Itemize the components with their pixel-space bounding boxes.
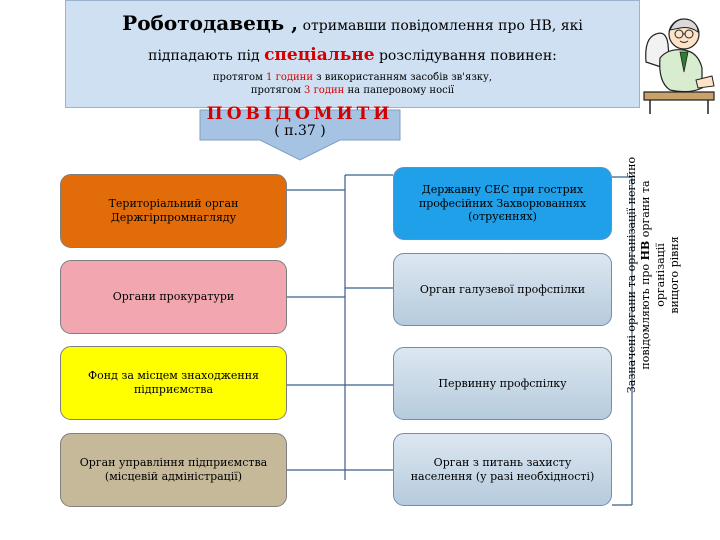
header-special-word: спеціальне [264, 45, 375, 65]
side-note-line3: вищого рівня [667, 236, 681, 314]
side-note-line1: Зазначені органи та організації негайно [625, 156, 638, 394]
left-box-derzhgirpromnahliad: Територіальний орган Держгірпромнагляду [60, 174, 287, 248]
down-arrow [199, 109, 401, 161]
notify-word: ПОВІДОМИТИ [206, 104, 394, 124]
side-note-line2: повідомляють про НВ органи та організаці… [639, 155, 668, 395]
point-reference: ( п.37 ) [274, 123, 326, 139]
header-title-rest: отримавши повідомлення про НВ, які [298, 18, 583, 34]
side-note-line2-bold: НВ [639, 240, 653, 261]
header-line4-start: протягом [250, 85, 305, 96]
office-worker-at-desk-icon [643, 18, 715, 114]
left-box-fund: Фонд за місцем знаходження підприємства [60, 346, 287, 420]
left-box-management: Орган управління підприємства (місцевій … [60, 433, 287, 507]
right-box-civil-protection: Орган з питань захисту населення (у разі… [393, 433, 612, 506]
left-box-prosecutor: Органи прокуратури [60, 260, 287, 334]
header-line2-end: розслідування повинен: [374, 48, 557, 64]
header-line3-start: протягом [212, 72, 267, 83]
side-note-line2-start: повідомляють про [639, 260, 653, 370]
header-title: Роботодавець , отримавши повідомлення пр… [66, 11, 639, 35]
header-line3-end: з використанням засобів зв'язку, [313, 72, 493, 83]
right-box-primary-union: Первинну профспілку [393, 347, 612, 420]
header-title-bold: Роботодавець , [122, 11, 299, 35]
header-line4-end: на паперовому носії [344, 85, 455, 96]
right-box-ses: Державну СЕС при гострих професійних Зах… [393, 167, 612, 240]
header-line4: протягом 3 годин на паперовому носії [66, 85, 639, 96]
header-panel: Роботодавець , отримавши повідомлення пр… [65, 0, 640, 108]
header-line4-time: 3 годин [304, 85, 345, 96]
right-box-industry-union: Орган галузевої профспілки [393, 253, 612, 326]
header-line2: підпадають під спеціальне розслідування … [66, 45, 639, 65]
header-line2-start: підпадають під [148, 48, 265, 64]
header-line3-time: 1 години [266, 72, 313, 83]
header-line3: протягом 1 години з використанням засобі… [66, 72, 639, 83]
side-note: Зазначені органи та організації негайно … [625, 155, 685, 395]
